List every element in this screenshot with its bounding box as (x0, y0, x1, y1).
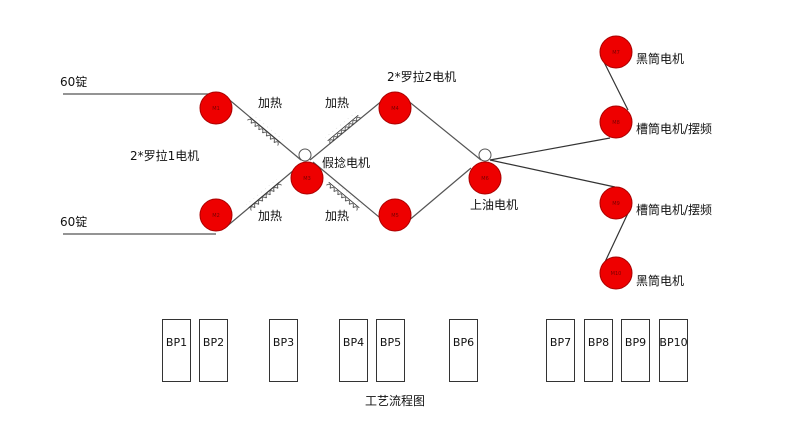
motor-id: M6 (481, 176, 489, 182)
motor-m3: M3 (290, 161, 324, 195)
motor-id: M4 (391, 106, 399, 112)
inverter-box (584, 319, 613, 382)
roller1-label: 2*罗拉1电机 (130, 148, 199, 163)
heaters (246, 112, 362, 211)
inverter-bp1: BP1 (162, 319, 191, 382)
inverter-box (621, 319, 650, 382)
inverter-box (269, 319, 298, 382)
motor-id: M3 (303, 176, 311, 182)
black-drum-label: 黑筒电机 (636, 273, 684, 288)
inverter-bp3: BP3 (269, 319, 298, 382)
motor-m9: M9 (599, 186, 633, 220)
motor-icon (599, 105, 633, 139)
inverter-label: BP4 (343, 336, 364, 349)
inverter-bp5: BP5 (376, 319, 405, 382)
inverter-box (659, 319, 688, 382)
motor-m7: M7 (599, 35, 633, 69)
yarn-m5-m6 (406, 167, 472, 223)
black-drum-label: 黑筒电机 (636, 51, 684, 66)
motor-m5: M5 (378, 198, 412, 232)
inverter-label: BP7 (550, 336, 571, 349)
heater-icon (246, 179, 282, 211)
heater-label: 加热 (325, 96, 349, 110)
inverter-box (339, 319, 368, 382)
inverter-bp8: BP8 (584, 319, 613, 382)
motor-icon (290, 161, 324, 195)
inverter-box (162, 319, 191, 382)
motor-icon (599, 186, 633, 220)
groove-drum-label: 槽筒电机/摆频 (636, 202, 712, 217)
motor-id: M7 (612, 50, 620, 56)
yarn-m9-m10 (604, 212, 629, 263)
motor-icon (468, 161, 502, 195)
inverter-box (376, 319, 405, 382)
inverter-label: BP8 (588, 336, 609, 349)
motor-id: M2 (212, 213, 220, 219)
motor-icon (378, 91, 412, 125)
motor-m10: M10 (599, 256, 633, 290)
inverter-bp10: BP10 (659, 319, 688, 382)
inverter-box (199, 319, 228, 382)
inverter-label: BP6 (453, 336, 474, 349)
motor-id: M5 (391, 213, 399, 219)
motor-id: M1 (212, 106, 220, 112)
inverter-label: BP2 (203, 336, 224, 349)
roller2-label: 2*罗拉2电机 (387, 69, 456, 84)
inverter-label: BP3 (273, 336, 294, 349)
inverter-bp4: BP4 (339, 319, 368, 382)
input-label-bottom: 60锭 (60, 215, 87, 229)
guide-roller-icon (478, 148, 492, 162)
heater-label: 加热 (325, 209, 349, 223)
inverter-bp6: BP6 (449, 319, 478, 382)
inverter-label: BP5 (380, 336, 401, 349)
motor-m4: M4 (378, 91, 412, 125)
inverter-bp7: BP7 (546, 319, 575, 382)
heater-icon (247, 114, 283, 146)
inverter-label: BP1 (166, 336, 187, 349)
inverter-bp2: BP2 (199, 319, 228, 382)
motor-m2: M2 (199, 198, 233, 232)
motor-id: M9 (612, 201, 620, 207)
yarn-m4-m6 (406, 99, 482, 161)
inverter-box (546, 319, 575, 382)
heater-label: 加热 (258, 209, 282, 223)
false-twist-label: 假捻电机 (322, 156, 370, 170)
heater-label: 加热 (258, 96, 282, 110)
motor-id: M8 (612, 120, 620, 126)
yarn-m3-m5 (312, 161, 386, 223)
groove-drum-label: 槽筒电机/摆频 (636, 121, 712, 136)
motor-icon (199, 91, 233, 125)
guide-roller-icon (298, 148, 312, 162)
heater-icon (326, 179, 362, 211)
motor-m6: M6 (468, 161, 502, 195)
motor-icon (599, 256, 633, 290)
diagram-title: 工艺流程图 (365, 393, 425, 408)
yarn-m7-m8 (602, 59, 629, 111)
yarn-m6-m8 (489, 137, 611, 161)
motor-m8: M8 (599, 105, 633, 139)
inverter-label: BP10 (659, 336, 687, 349)
input-label-top: 60锭 (60, 75, 87, 89)
inverter-bp9: BP9 (621, 319, 650, 382)
oiling-label: 上油电机 (470, 198, 518, 212)
inverter-box (449, 319, 478, 382)
motor-icon (599, 35, 633, 69)
motor-m1: M1 (199, 91, 233, 125)
inverters: BP1 BP2 BP3 BP4 BP5 BP6 BP7 BP8 BP9 BP10 (162, 319, 688, 382)
motor-icon (199, 198, 233, 232)
motor-id: M10 (611, 271, 622, 277)
yarn-m6-m9 (489, 159, 616, 188)
motor-icon (378, 198, 412, 232)
inverter-label: BP9 (625, 336, 646, 349)
heater-icon (325, 112, 361, 144)
